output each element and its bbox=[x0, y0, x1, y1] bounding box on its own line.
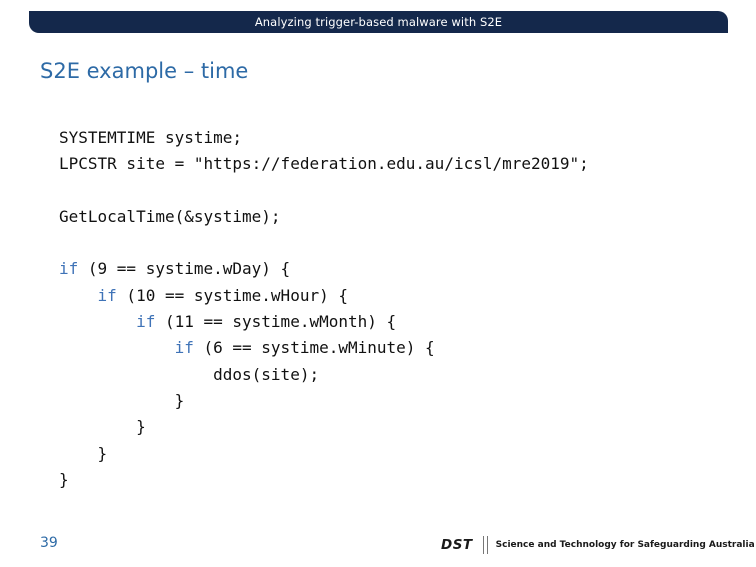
code-text: } bbox=[97, 443, 108, 463]
code-indent bbox=[59, 338, 175, 357]
code-text: ddos(site); bbox=[213, 364, 320, 384]
code-indent bbox=[59, 391, 175, 410]
presentation-title: Analyzing trigger-based malware with S2E bbox=[254, 15, 503, 29]
code-line: if (6 == systime.wMinute) { bbox=[59, 335, 589, 361]
code-keyword: if bbox=[97, 285, 117, 305]
code-indent bbox=[59, 444, 98, 463]
code-line bbox=[59, 230, 589, 256]
code-text: LPCSTR site = "https://federation.edu.au… bbox=[59, 154, 589, 174]
code-line: } bbox=[59, 388, 589, 414]
code-line: if (11 == systime.wMonth) { bbox=[59, 309, 589, 335]
code-keyword: if bbox=[174, 338, 194, 358]
code-indent bbox=[59, 286, 98, 305]
code-line: LPCSTR site = "https://federation.edu.au… bbox=[59, 151, 589, 177]
code-indent bbox=[59, 365, 213, 384]
page-number: 39 bbox=[40, 535, 58, 551]
code-line: if (9 == systime.wDay) { bbox=[59, 256, 589, 282]
code-line bbox=[59, 178, 589, 204]
logo-divider bbox=[482, 536, 488, 554]
code-text: } bbox=[136, 417, 146, 437]
code-line: } bbox=[59, 441, 589, 467]
code-text: } bbox=[174, 390, 185, 410]
code-line: ddos(site); bbox=[59, 362, 589, 388]
dst-logo: DST Science and Technology for Safeguard… bbox=[441, 536, 755, 554]
code-text: (9 == systime.wDay) { bbox=[78, 259, 291, 279]
code-text: (10 == systime.wHour) { bbox=[116, 285, 348, 305]
code-text: GetLocalTime(&systime); bbox=[59, 206, 281, 226]
dst-tagline: Science and Technology for Safeguarding … bbox=[495, 540, 755, 550]
header-bar: Analyzing trigger-based malware with S2E bbox=[29, 11, 728, 33]
code-line: } bbox=[59, 414, 589, 440]
slide-title: S2E example – time bbox=[40, 59, 249, 83]
code-line: if (10 == systime.wHour) { bbox=[59, 283, 589, 309]
code-block: SYSTEMTIME systime; LPCSTR site = "https:… bbox=[59, 125, 589, 493]
code-indent bbox=[59, 417, 136, 436]
code-text: } bbox=[59, 469, 69, 489]
code-line: } bbox=[59, 467, 589, 493]
code-keyword: if bbox=[136, 312, 156, 332]
code-line: GetLocalTime(&systime); bbox=[59, 204, 589, 230]
code-keyword: if bbox=[59, 259, 79, 279]
code-text: (6 == systime.wMinute) { bbox=[193, 338, 435, 358]
code-indent bbox=[59, 312, 136, 331]
dst-logo-text: DST bbox=[441, 537, 473, 553]
code-line: SYSTEMTIME systime; bbox=[59, 125, 589, 151]
code-text: (11 == systime.wMonth) { bbox=[155, 312, 397, 332]
code-text: SYSTEMTIME systime; bbox=[59, 128, 243, 147]
